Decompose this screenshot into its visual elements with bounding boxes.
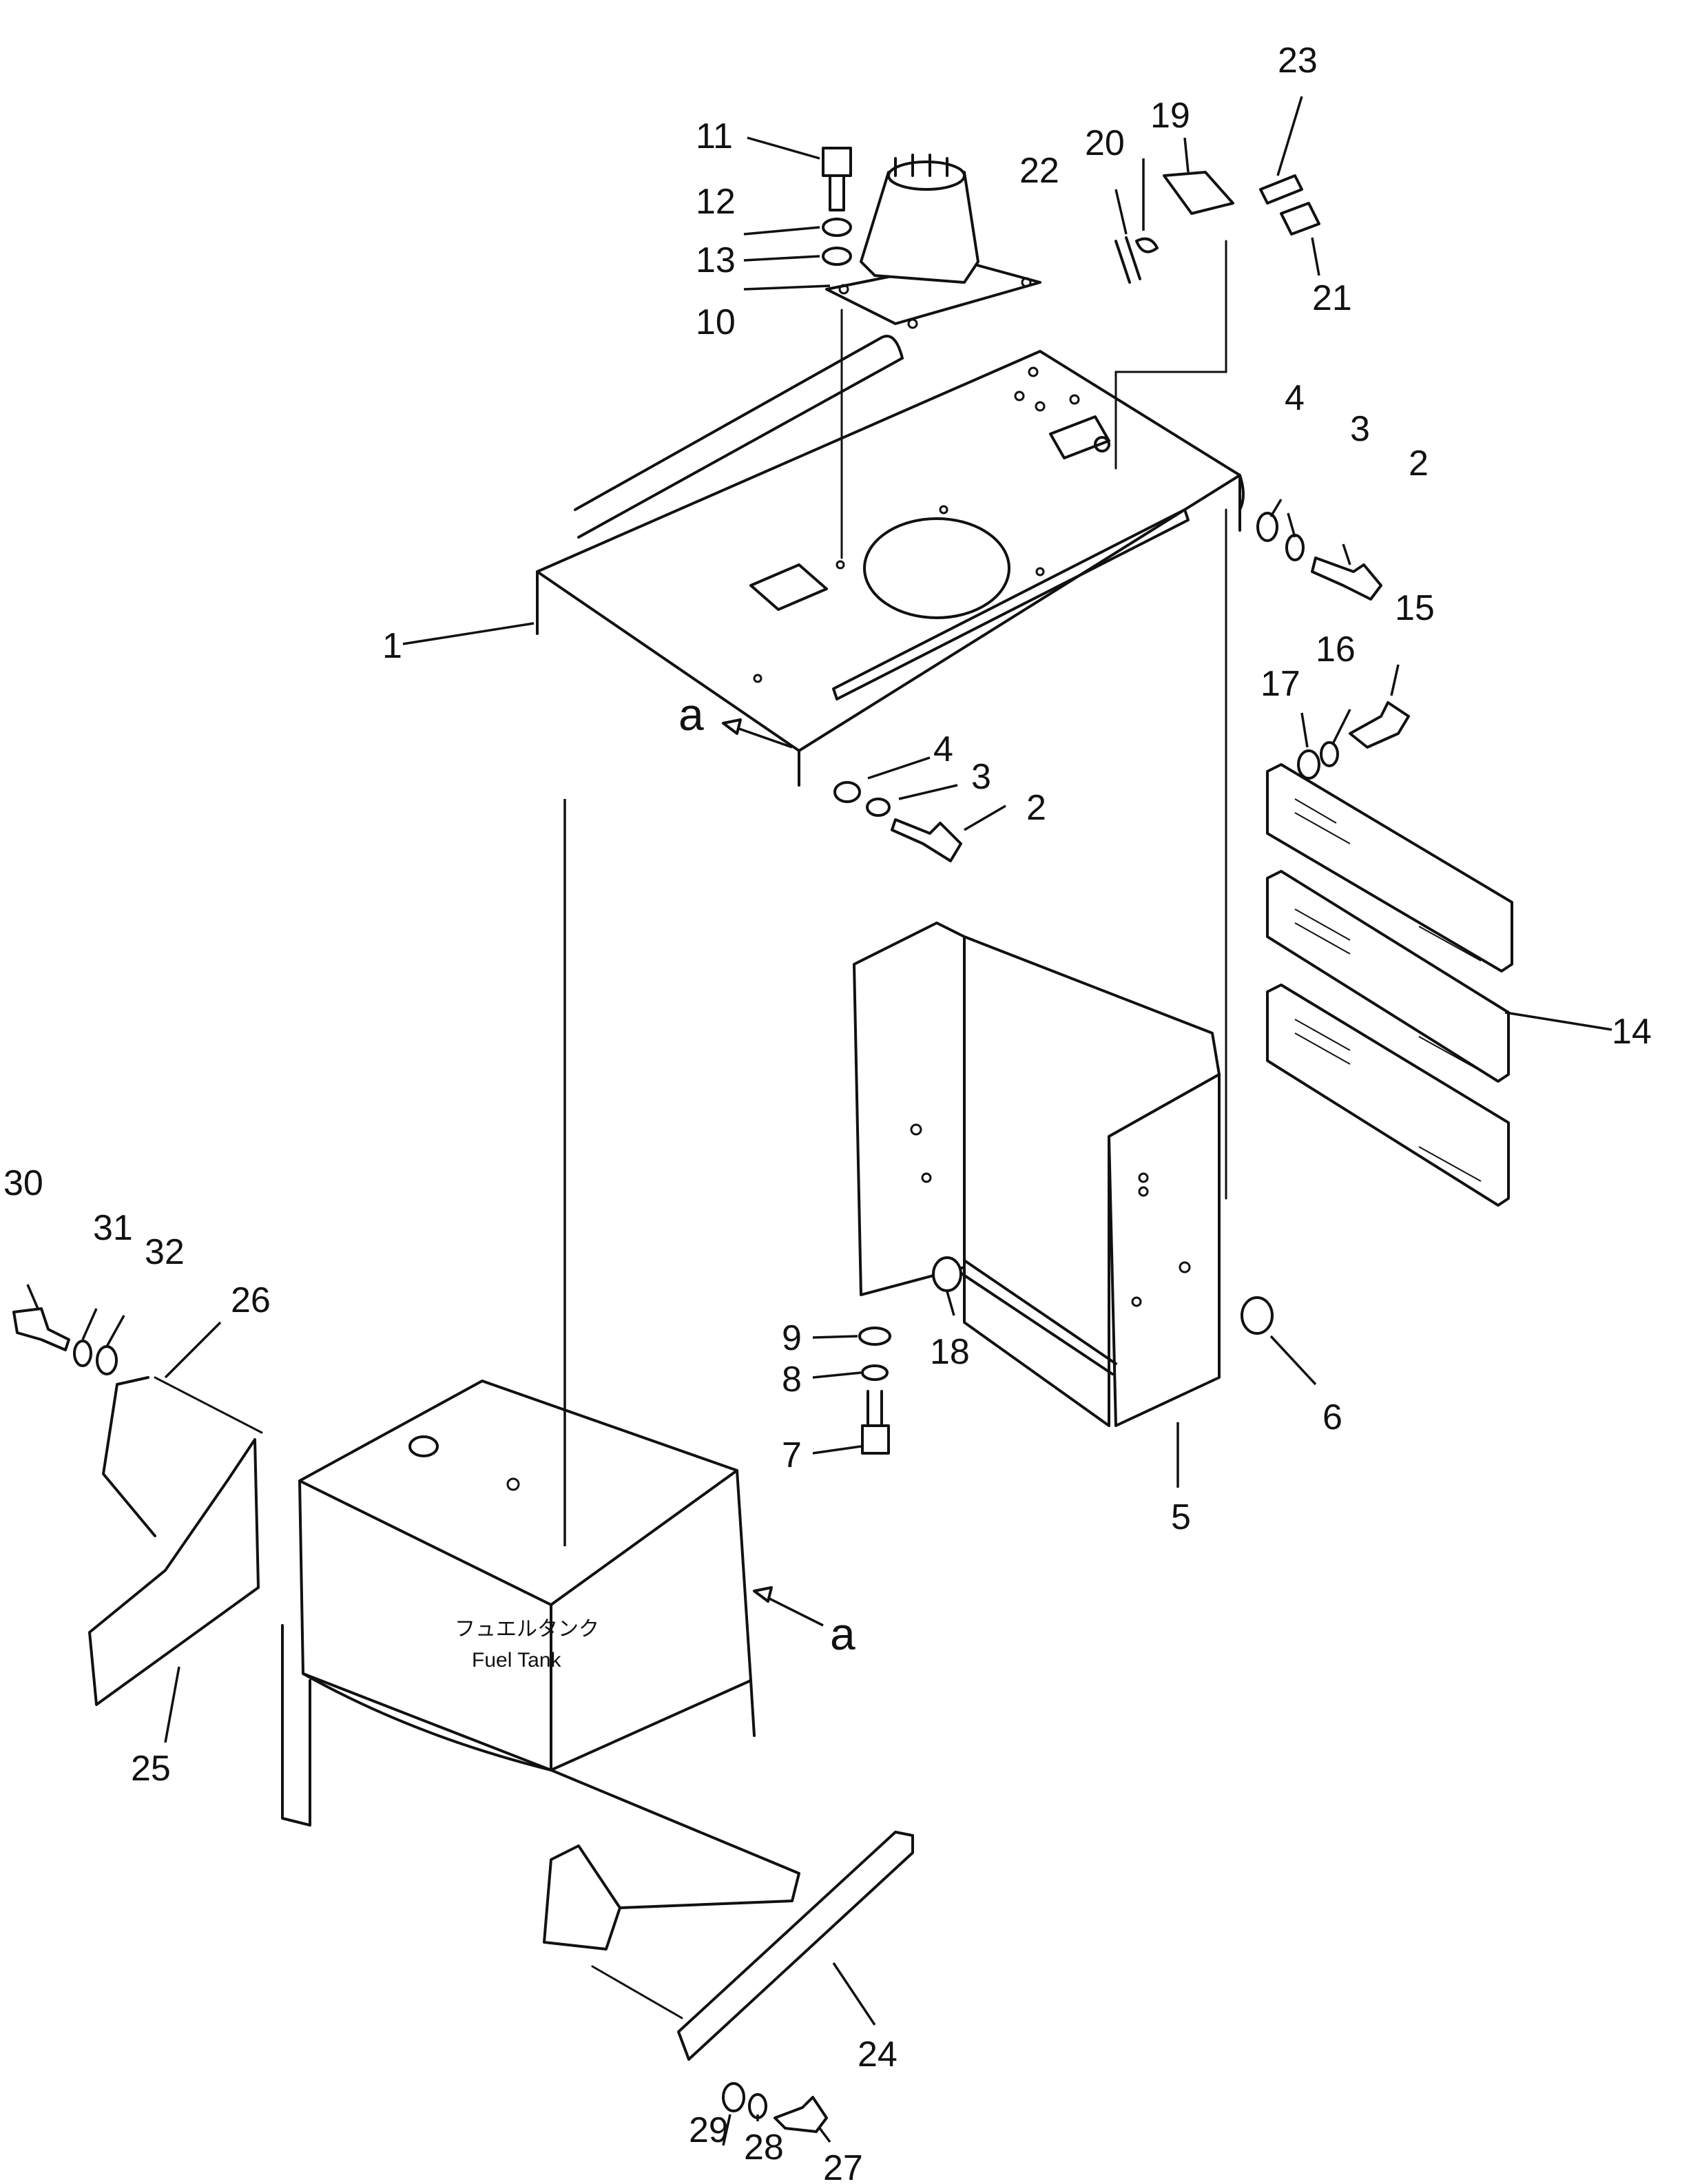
callout-28: 28 [744, 2128, 784, 2167]
spring-washer-3-upper [1285, 534, 1305, 561]
callout-4-lower: 4 [933, 729, 953, 769]
bolt-30 [12, 1307, 70, 1351]
callout-26: 26 [231, 1280, 271, 1320]
callout-13: 13 [696, 240, 736, 280]
callout-17: 17 [1261, 664, 1300, 704]
callout-23: 23 [1278, 41, 1318, 81]
washer-4-lower [833, 781, 861, 803]
bolt-11 [822, 147, 852, 211]
spring-20 [1135, 237, 1159, 253]
callout-32: 32 [145, 1232, 185, 1272]
callout-30: 30 [3, 1163, 43, 1203]
view-arrow-label-lower: a [830, 1608, 855, 1659]
callout-16: 16 [1316, 630, 1356, 669]
callout-4-upper: 4 [1285, 378, 1305, 418]
callout-22: 22 [1019, 151, 1059, 191]
guard-25 [88, 1438, 260, 1706]
callout-6: 6 [1322, 1397, 1342, 1437]
frame-5 [853, 922, 1221, 1427]
bolt-2-upper [1311, 557, 1382, 601]
tank-label-jp: フュエルタンク [455, 1618, 599, 1641]
bracket-19 [1163, 171, 1234, 215]
callout-25: 25 [131, 1749, 171, 1789]
grille-14 [1266, 763, 1513, 1207]
leader-lines [26, 96, 1612, 2146]
washer-13 [822, 247, 852, 266]
cover-panel [536, 335, 1245, 787]
view-arrow-upper: a [678, 689, 793, 749]
washer-9 [858, 1327, 891, 1346]
washer-29 [722, 2082, 745, 2112]
callout-19: 19 [1150, 96, 1190, 136]
bracket-24 [677, 1831, 914, 2061]
intake-cone [825, 154, 1041, 329]
callout-2-lower: 2 [1026, 788, 1046, 828]
callout-2-upper: 2 [1409, 444, 1429, 483]
callout-21: 21 [1312, 278, 1352, 318]
bolt-27 [774, 2096, 828, 2133]
pin-23 [1259, 174, 1303, 205]
callout-15: 15 [1395, 588, 1435, 628]
callout-7: 7 [782, 1435, 802, 1475]
spring-washer-28 [748, 2093, 767, 2119]
grommet-18 [932, 1256, 962, 1292]
callout-11: 11 [696, 116, 733, 156]
callout-3-lower: 3 [971, 757, 991, 797]
callout-31: 31 [93, 1208, 133, 1248]
washer-17 [1297, 749, 1320, 780]
callout-12: 12 [696, 182, 736, 222]
washer-4-upper [1256, 512, 1278, 542]
view-arrow-label-upper: a [678, 689, 704, 740]
pin-22 [1114, 236, 1141, 284]
spring-washer-3-lower [866, 798, 891, 817]
spring-washer-8 [861, 1364, 889, 1381]
callout-8: 8 [782, 1360, 802, 1400]
callout-labels: 1 2 3 4 2 3 4 5 6 7 8 9 10 11 12 13 14 1… [3, 41, 1652, 2184]
callout-20: 20 [1085, 123, 1125, 163]
tank-label-en: Fuel Tank [472, 1649, 562, 1672]
callout-14: 14 [1612, 1012, 1652, 1052]
callout-9: 9 [782, 1318, 802, 1358]
callout-18: 18 [930, 1332, 970, 1372]
callout-24: 24 [858, 2035, 898, 2074]
bolt-15 [1349, 701, 1410, 749]
spring-washer-16 [1320, 741, 1339, 767]
spring-washer-31 [73, 1340, 92, 1367]
grommet-6 [1241, 1296, 1274, 1335]
fuel-tank [281, 1380, 800, 1951]
view-arrow-lower: a [753, 1586, 855, 1659]
callout-3-upper: 3 [1350, 409, 1370, 449]
callout-1: 1 [382, 626, 402, 666]
bolt-21 [1280, 202, 1320, 236]
bolt-2-lower [891, 818, 962, 862]
washer-32 [96, 1345, 118, 1375]
bolt-7 [861, 1390, 890, 1455]
spring-washer-12 [822, 218, 852, 237]
callout-5: 5 [1171, 1497, 1191, 1537]
callout-10: 10 [696, 302, 736, 342]
callout-27: 27 [823, 2148, 863, 2184]
callout-29: 29 [689, 2110, 729, 2150]
bracket-26 [102, 1376, 156, 1537]
